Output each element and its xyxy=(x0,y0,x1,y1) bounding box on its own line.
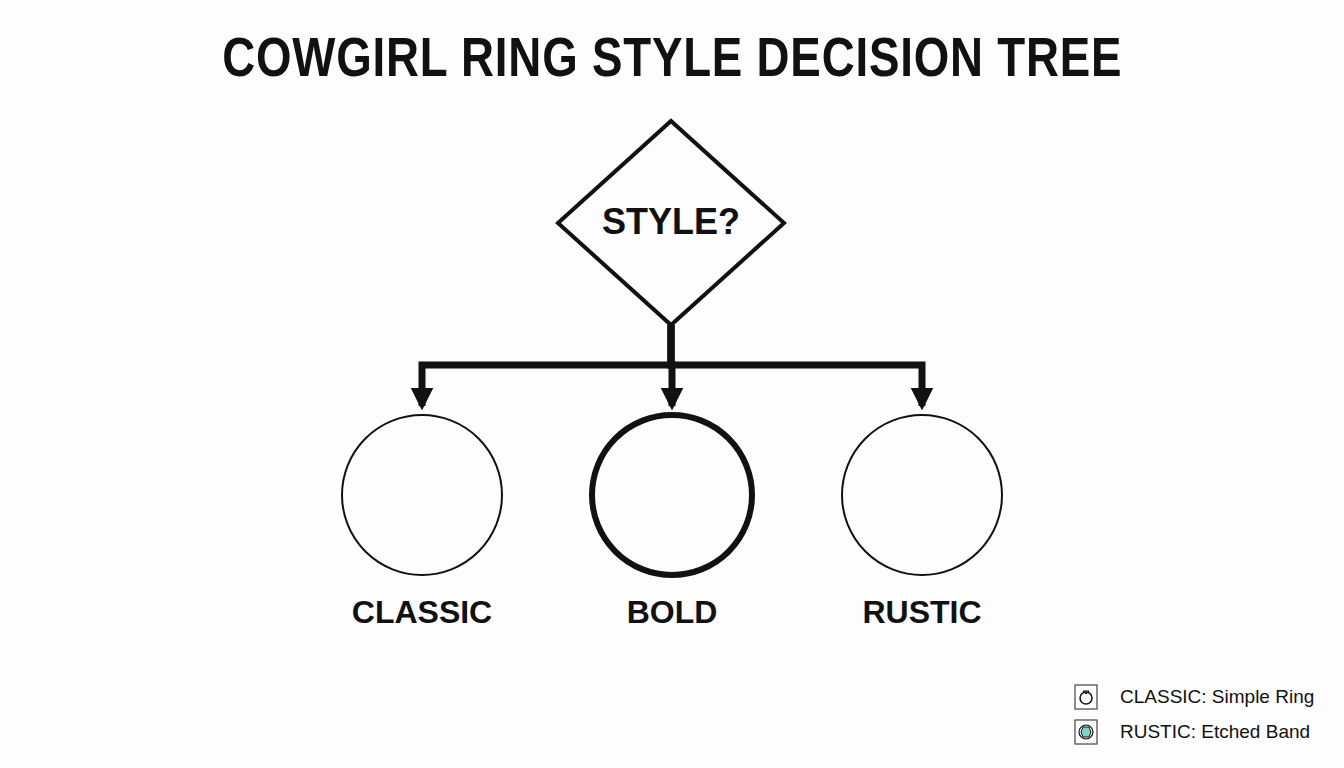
style-circle: RUSTIC xyxy=(837,410,1007,636)
legend-text: RUSTIC: Etched Band xyxy=(1120,721,1310,743)
ring-illustration xyxy=(587,410,757,580)
legend-text: CLASSIC: Simple Ring xyxy=(1120,686,1314,708)
decision-text: STYLE? xyxy=(555,201,787,243)
style-circle: CLASSIC xyxy=(337,410,507,636)
style-circle: BOLD xyxy=(587,410,757,636)
branch-arrow xyxy=(422,325,671,406)
legend-icon xyxy=(1074,719,1098,746)
style-label: RUSTIC xyxy=(837,594,1007,631)
title-text: COWGIRL RING STYLE DECISION TREE xyxy=(222,24,1122,89)
ring-illustration xyxy=(837,410,1007,580)
style-label: BOLD xyxy=(587,594,757,631)
style-label: CLASSIC xyxy=(337,594,507,631)
title-wrap: COWGIRL RING STYLE DECISION TREE xyxy=(0,24,1344,89)
branch-arrow xyxy=(671,325,922,406)
decision-diamond: STYLE? xyxy=(555,118,787,328)
ring-illustration xyxy=(337,410,507,580)
legend-icon xyxy=(1074,684,1098,711)
